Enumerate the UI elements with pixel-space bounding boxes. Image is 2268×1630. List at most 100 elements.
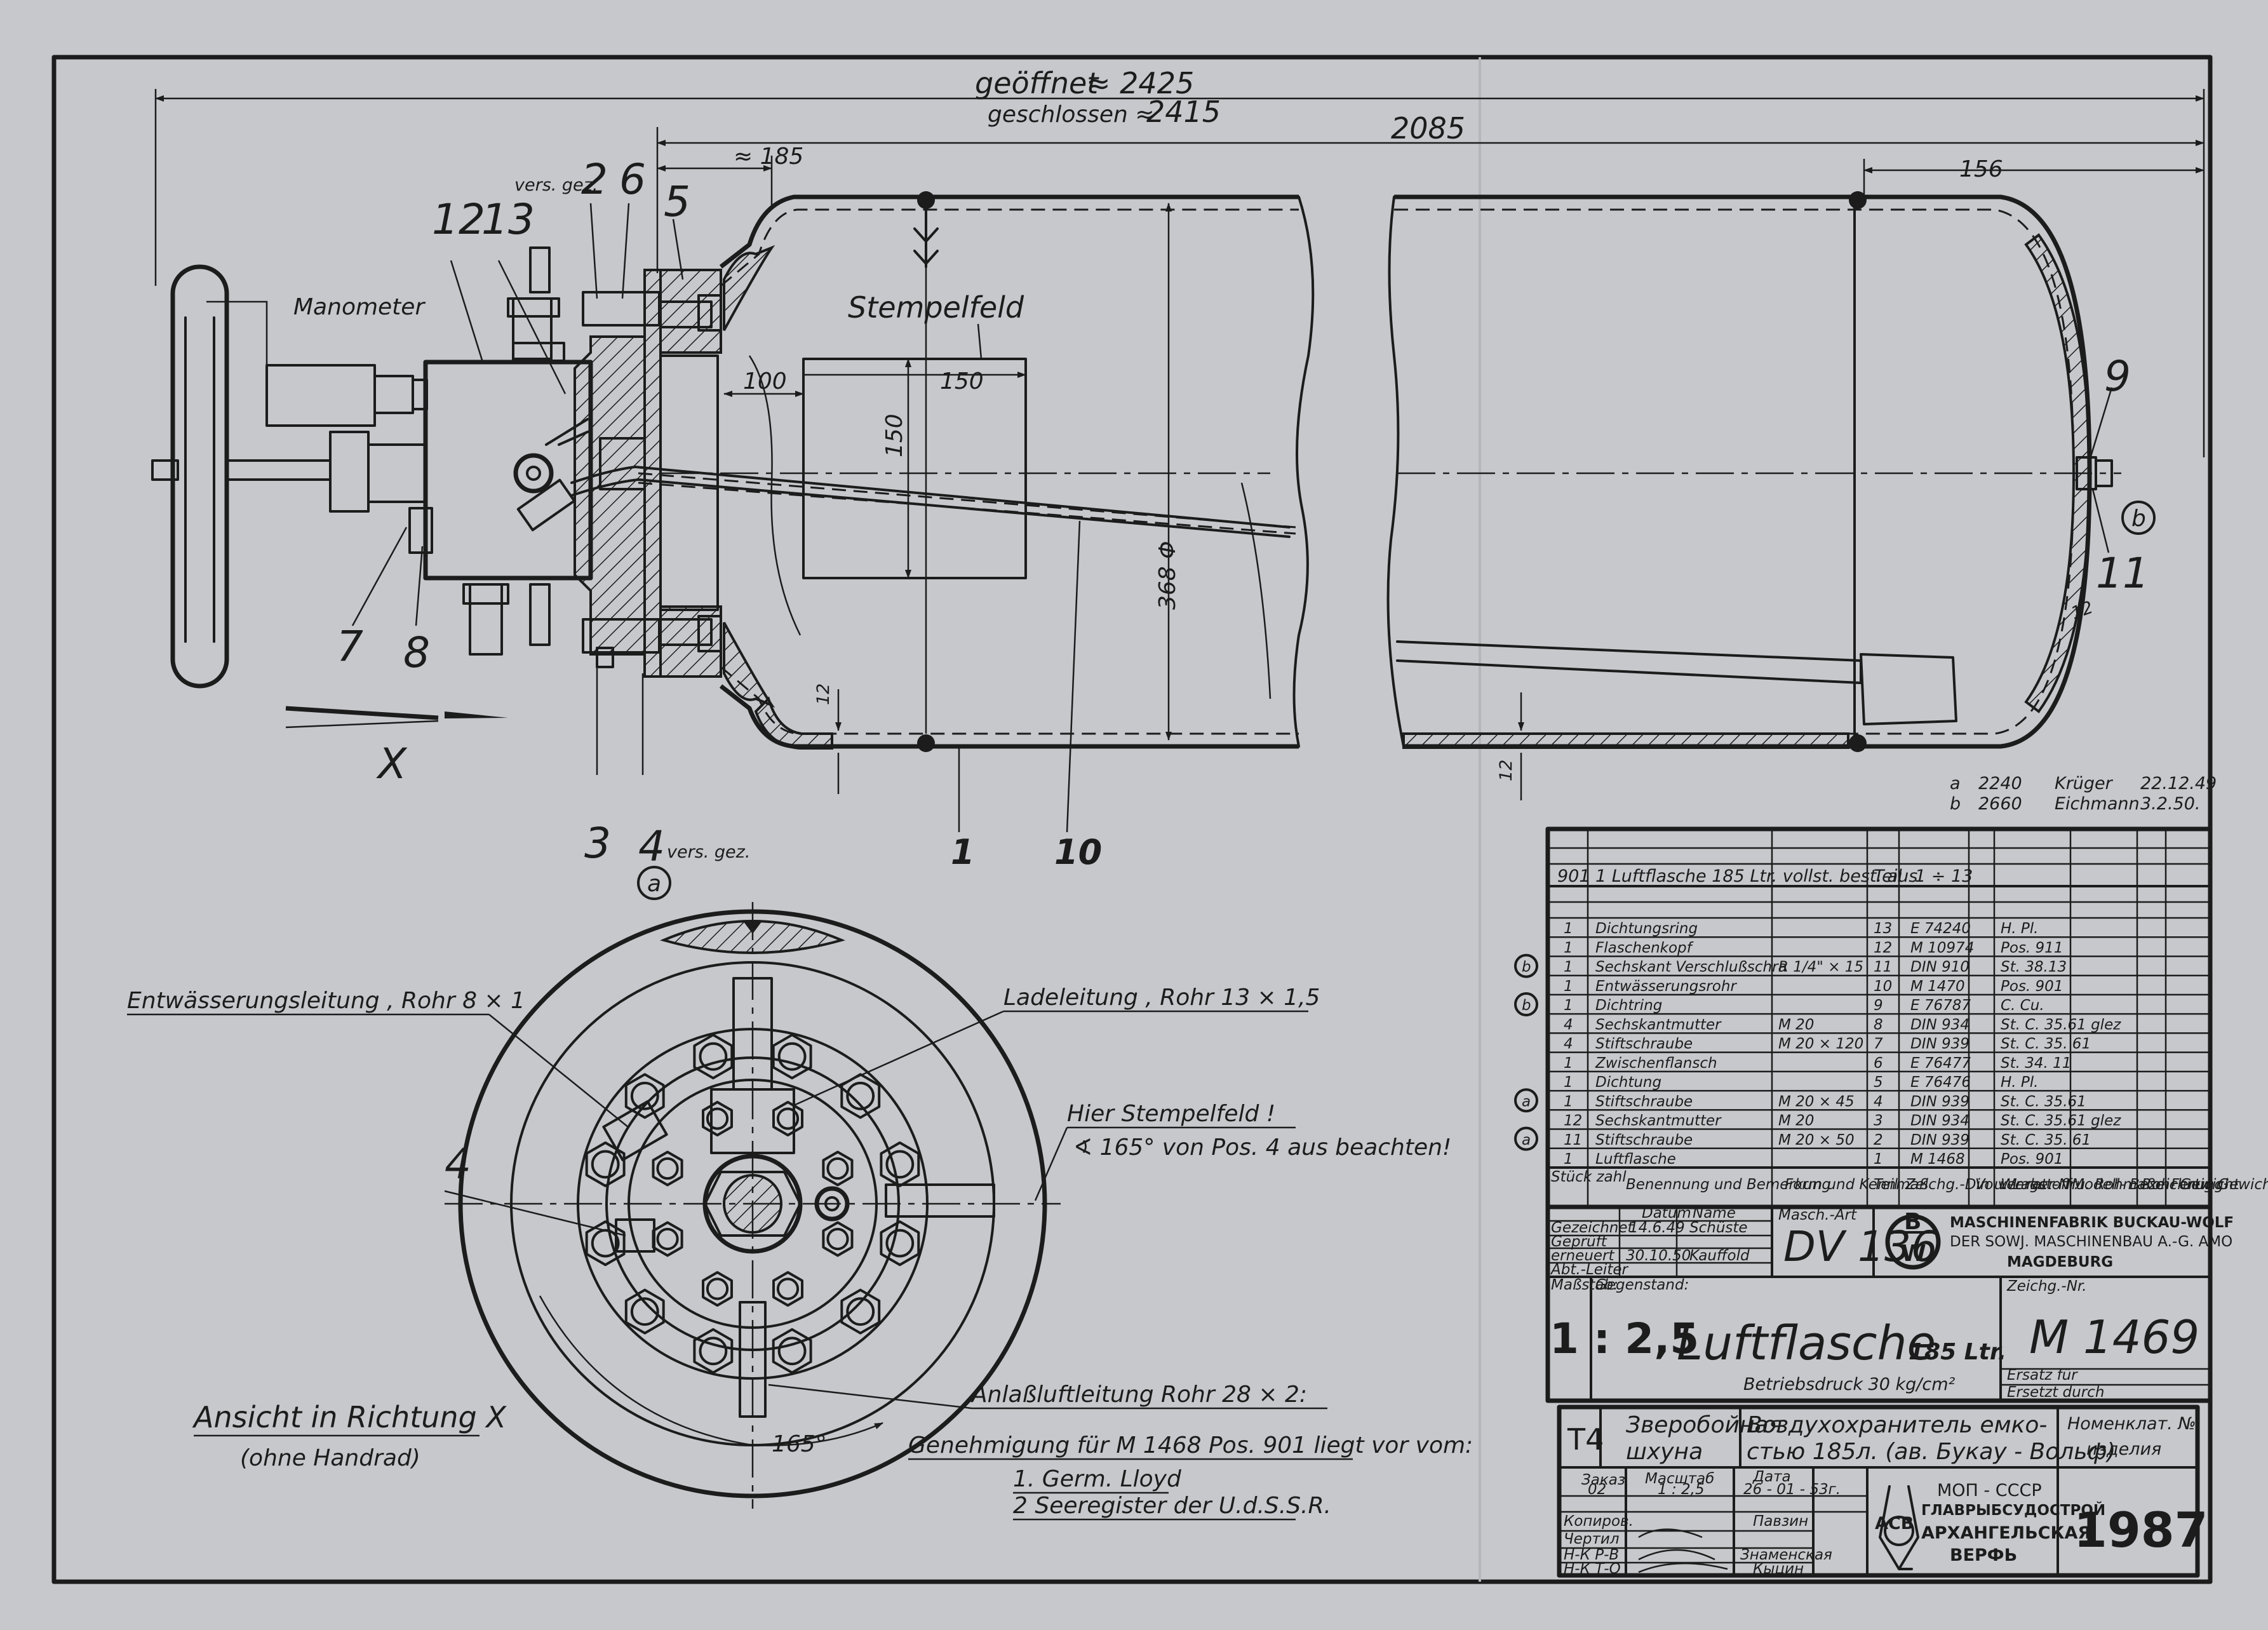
tb-machine: DV 136 xyxy=(1783,1222,1938,1271)
zwischenflansch xyxy=(574,269,722,678)
part-qty: 12 xyxy=(1564,1113,1582,1129)
closed-length-label: geschlossen ≈ xyxy=(988,102,1154,128)
rev-mark: b xyxy=(1950,794,1961,814)
stud-end xyxy=(846,1081,875,1110)
col-model: Modell- Bezeichnung xyxy=(2072,1176,2224,1193)
dim-100: 100 xyxy=(743,368,787,394)
dim-150-vertical: 150 xyxy=(882,414,908,457)
hex-nut xyxy=(880,1141,920,1187)
col-qty: Stück zahl xyxy=(1551,1169,1627,1185)
ru-nk-rb: Н-К Р-В xyxy=(1564,1547,1619,1563)
vers-gez-bottom: vers. gez. xyxy=(667,842,750,862)
hex-nut xyxy=(585,1141,626,1187)
parts-list: 901 1 Luftflasche 185 Ltr. vollst. best.… xyxy=(1514,826,2268,1209)
weld-bottom-right xyxy=(1849,734,1867,752)
approval-note: Genehmigung für M 1468 Pos. 901 liegt vo… xyxy=(908,1432,1473,1521)
parts-header-teil: Teil xyxy=(1874,866,1902,886)
vessel-right xyxy=(1386,194,2121,749)
ru-chertil: Чертил xyxy=(1564,1531,1620,1547)
stud-end xyxy=(706,1107,729,1130)
part-qty: 1 xyxy=(1564,920,1573,937)
part-material: St. C. 35. 61 xyxy=(2001,1036,2091,1053)
stud-end xyxy=(656,1157,679,1180)
stud-end xyxy=(591,1229,620,1258)
part-din: DIN 934 xyxy=(1910,1016,1969,1033)
ru-org-4: ВЕРФЬ xyxy=(1950,1546,2017,1565)
hex-nut xyxy=(702,1271,733,1307)
ru-zakaz: 02 xyxy=(1588,1481,1606,1498)
stud-end xyxy=(885,1229,915,1258)
part-din: DIN 910 xyxy=(1910,959,1969,976)
col-din: Zeichg.-Din u. Lager-Nr. xyxy=(1905,1176,2079,1193)
ru-vessel-1: Зверобойная xyxy=(1626,1412,1782,1438)
col-vorrat: Vo ver rat xyxy=(1975,1176,2048,1193)
stud-end xyxy=(826,1227,849,1251)
part-name: Stiftschraube xyxy=(1595,1132,1693,1148)
hex-nut xyxy=(772,1034,812,1080)
tb-ern-date: 30.10.50 xyxy=(1626,1248,1691,1264)
part-qty: 1 xyxy=(1564,959,1573,976)
tb-gez-name: Schüste xyxy=(1689,1220,1748,1236)
vessel-left xyxy=(570,194,1315,750)
col-name: Benennung und Bemerkung xyxy=(1626,1176,1831,1193)
wall-dims: 12 12 12 xyxy=(814,598,2096,800)
stud-end xyxy=(591,1150,620,1179)
col-material: Werkstoff u. Rohmaße xyxy=(2001,1176,2164,1193)
callout-8: 8 xyxy=(403,628,430,677)
view-arrow-x: X xyxy=(285,706,508,788)
title-block: Datum Name Masch.-Art Gezeichnet Geprüft… xyxy=(1545,1204,2234,1403)
part-name: Dichtungsring xyxy=(1595,920,1698,937)
stud-end xyxy=(630,1297,659,1326)
revision-marker xyxy=(1514,1088,1538,1113)
stempelfeld-label: Stempelfeld xyxy=(848,290,1024,325)
part-name: Sechskant Verschlußschra xyxy=(1595,959,1787,976)
part-material: Pos. 901 xyxy=(2001,1151,2063,1168)
tb-pressure: Betriebsdruck 30 kg/cm² xyxy=(1743,1375,1956,1394)
revision-marker xyxy=(1514,953,1538,978)
open-length-label: geöffnet xyxy=(975,66,1099,100)
tb-row-erneuert: erneuert xyxy=(1551,1248,1615,1264)
bw-logo-w: W xyxy=(1901,1241,1926,1267)
part-teil: 1 xyxy=(1874,1151,1883,1168)
stud-end xyxy=(656,1227,679,1251)
part-din: M 1468 xyxy=(1910,1151,1965,1168)
part-material: C. Cu. xyxy=(2001,997,2044,1014)
part-din: DIN 939 xyxy=(1910,1132,1969,1148)
rev-date: 3.2.50. xyxy=(2140,794,2200,814)
part-name: Luftflasche xyxy=(1595,1151,1676,1168)
tb-company-1: MASCHINENFABRIK BUCKAU-WOLF xyxy=(1950,1215,2234,1231)
end-callout-4: 4 xyxy=(445,1140,471,1189)
part-name: Dichtring xyxy=(1595,997,1662,1014)
russian-stamp: T4 Зверобойная шхуна Воздухохранитель ем… xyxy=(1557,1404,2208,1578)
start-air-line-label: Anlaßluftleitung Rohr 28 × 2: xyxy=(970,1382,1307,1408)
stamp-field: 100 150 150 Stempelfeld xyxy=(723,199,1027,579)
part-material: H. Pl. xyxy=(2001,1074,2039,1091)
tb-ersetzt-durch: Ersetzt durch xyxy=(2007,1384,2104,1401)
callout-13: 13 xyxy=(481,195,535,244)
tb-company-3: MAGDEBURG xyxy=(2007,1254,2113,1270)
parts-header-name: 1 Luftflasche 185 Ltr. vollst. best. aus xyxy=(1595,866,1917,886)
stud-end xyxy=(777,1337,807,1366)
drain-line-label: Entwässerungsleitung , Rohr 8 × 1 xyxy=(127,988,525,1014)
part-material: Pos. 901 xyxy=(2001,978,2063,995)
tb-row-abt-leiter: Abt.-Leiter xyxy=(1550,1262,1628,1278)
ru-data: 26 - 01 - 53г. xyxy=(1743,1481,1841,1498)
part-qty: 1 xyxy=(1564,1093,1573,1110)
stud-end xyxy=(776,1277,800,1300)
callout-6: 6 xyxy=(619,155,646,204)
revision-mark-b: b xyxy=(2131,506,2146,532)
callout-3: 3 xyxy=(584,819,611,868)
dim-156: 156 xyxy=(1959,156,2003,182)
ru-nomen-1: Номенклат. № xyxy=(2067,1414,2196,1434)
hex-nut xyxy=(624,1073,665,1119)
stamp-note-1: Hier Stempelfeld ! xyxy=(1067,1101,1275,1127)
end-view xyxy=(445,902,1061,1509)
rev-name: Krüger xyxy=(2055,774,2114,793)
revision-marker-letter: a xyxy=(1522,1093,1531,1110)
